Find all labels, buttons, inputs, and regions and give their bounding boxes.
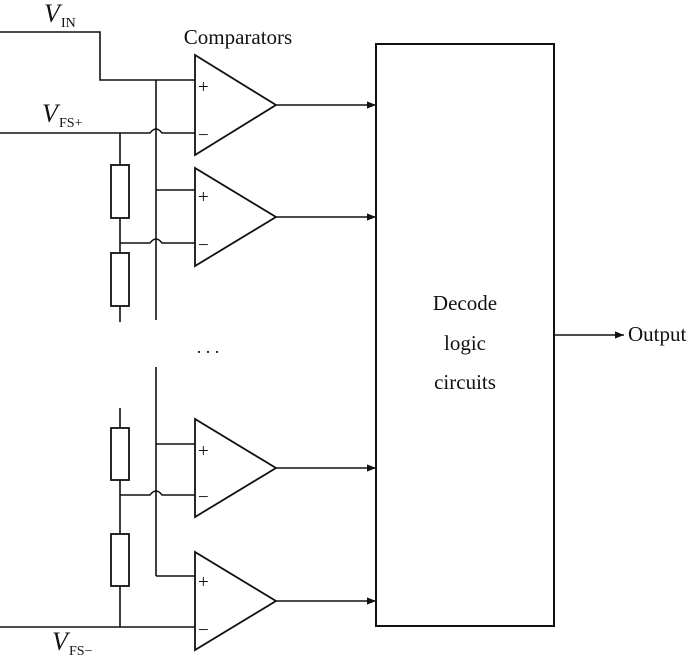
decode-label-line2: logic [444, 331, 486, 355]
resistor-2 [110, 252, 130, 307]
comparators-label: Comparators [184, 25, 292, 49]
plus-sign: + [198, 572, 209, 593]
resistor-1 [110, 164, 130, 219]
vin-label-v: V [44, 0, 63, 28]
decode-logic-block [375, 43, 555, 627]
vfs-minus-label-v: V [52, 627, 71, 656]
resistor-4 [110, 533, 130, 587]
vin-label-sub: IN [61, 16, 76, 31]
comparator-3: + − [194, 417, 278, 519]
output-label: Output [628, 322, 687, 346]
tap-3-wire [120, 490, 195, 496]
vfs-minus-label-sub: FS− [69, 644, 93, 658]
tap-2-wire [120, 238, 195, 244]
plus-sign: + [198, 77, 209, 98]
vfs-plus-wire [0, 128, 195, 134]
vin-wire [0, 31, 195, 81]
vfs-plus-label-v: V [42, 99, 61, 128]
minus-sign: − [198, 620, 209, 641]
decode-label-line3: circuits [434, 370, 496, 394]
minus-sign: − [198, 125, 209, 146]
minus-sign: − [198, 235, 209, 256]
plus-sign: + [198, 187, 209, 208]
minus-sign: − [198, 487, 209, 508]
ellipsis: . . . [197, 337, 220, 357]
comparator-2: + − [194, 166, 278, 268]
comparator-1: + − [194, 53, 278, 157]
comparator-4: + − [194, 550, 278, 652]
resistor-3 [110, 427, 130, 481]
vfs-plus-label-sub: FS+ [59, 116, 83, 131]
plus-sign: + [198, 441, 209, 462]
decode-label-line1: Decode [433, 291, 497, 315]
